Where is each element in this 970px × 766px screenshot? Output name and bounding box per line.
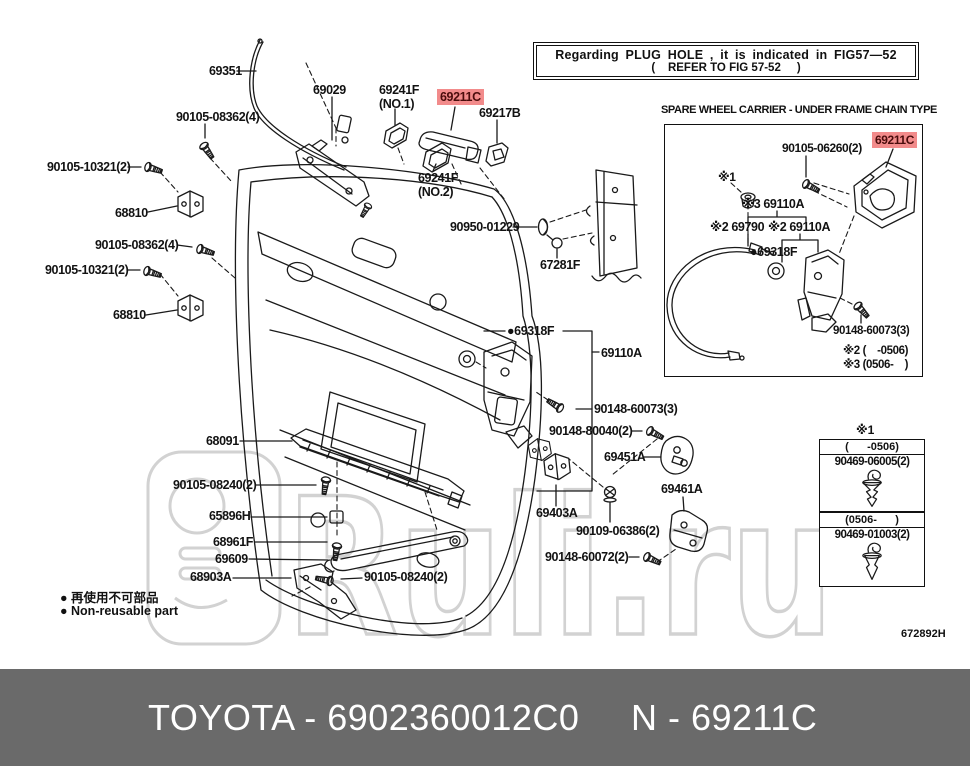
part-label-69241f: 69241F [418,171,458,185]
part-label-69403a: 69403A [536,506,578,520]
legend-non-reusable-en: ● Non-reusable part [60,604,178,618]
footer-part-number: TOYOTA - 6902360012C0 [148,696,580,738]
part-label-69110a: 69110A [601,346,642,360]
variant-part-number: 90469-06005(2) [834,456,910,468]
part-label-68810: 68810 [115,206,148,220]
part-label-90148-60073-3: 90148-60073(3) [594,402,678,416]
part-label-68961f: 68961F [213,535,253,549]
part-label-69451a: 69451A [604,450,646,464]
part-label-3-69110a: ※3 69110A [742,197,805,211]
part-label-2-0506: ※2 ( -0506) [843,345,909,357]
variant-range: (0506- ) [820,513,924,528]
part-label-90105-10321-2: 90105-10321(2) [45,263,129,277]
spare-carrier-title: SPARE WHEEL CARRIER - UNDER FRAME CHAIN … [661,104,937,116]
part-label-69351: 69351 [209,64,242,78]
part-label-90105-10321-2: 90105-10321(2) [47,160,131,174]
part-label-90148-60072-2: 90148-60072(2) [545,550,629,564]
spare-carrier-frame [664,124,923,377]
part-label-69241f: 69241F [379,83,419,97]
part-label-65896h: 65896H [209,509,251,523]
footer-banner: TOYOTA - 6902360012C0 N - 69211C [0,669,970,766]
part-label-90105-06260-2: 90105-06260(2) [782,141,862,155]
part-label-69211c: 69211C [437,89,484,105]
part-label-90148-60073-3: 90148-60073(3) [833,325,910,337]
part-label-67281f: 67281F [540,258,580,272]
part-label-69461a: 69461A [661,482,703,496]
part-label-90105-08362-4: 90105-08362(4) [95,238,179,252]
part-label-69609: 69609 [215,552,248,566]
variant-ref-mark: ※1 [856,423,875,437]
part-label-no-2: (NO.2) [418,185,454,199]
part-label-90105-08240-2: 90105-08240(2) [364,570,448,584]
part-label-68091: 68091 [206,434,239,448]
plug-hole-note: Regarding PLUG HOLE , it is indicated in… [533,42,919,80]
part-label-3-0506: ※3 (0506- ) [843,359,909,371]
part-label-1: ※1 [718,170,736,184]
part-label-69318f: ●69318F [750,245,798,259]
part-label-68810: 68810 [113,308,146,322]
part-label-69217b: 69217B [479,106,521,120]
footer-ref-code: N - 69211C [631,696,818,738]
clip-icon [862,469,882,507]
part-label-90105-08362-4: 90105-08362(4) [176,110,260,124]
part-label-68903a: 68903A [190,570,232,584]
clip-icon [862,542,882,580]
part-label-90950-01229: 90950-01229 [450,220,520,234]
part-label-2-69110a: ※2 69110A [768,220,831,234]
part-label-no-1: (NO.1) [379,97,415,111]
variant-box-late: (0506- ) 90469-01003(2) [819,512,925,587]
legend-non-reusable-jp: ● 再使用不可部品 [60,591,159,605]
variant-part-number: 90469-01003(2) [834,529,910,541]
part-label-69029: 69029 [313,83,346,97]
part-label-90148-80040-2: 90148-80040(2) [549,424,633,438]
figure-code: 672892H [901,628,946,640]
part-label-90109-06386-2: 90109-06386(2) [576,524,660,538]
part-label-90105-08240-2: 90105-08240(2) [173,478,257,492]
variant-range: ( -0506) [820,440,924,455]
part-label-69318f: ●69318F [507,324,555,338]
part-label-2-69790: ※2 69790 [710,220,765,234]
plug-hole-note-line2: ( REFER TO FIG 57-52 ) [651,62,801,74]
plug-hole-note-line1: Regarding PLUG HOLE , it is indicated in… [555,48,897,62]
variant-box-early: ( -0506) 90469-06005(2) [819,439,925,512]
part-label-69211c: 69211C [872,132,917,148]
